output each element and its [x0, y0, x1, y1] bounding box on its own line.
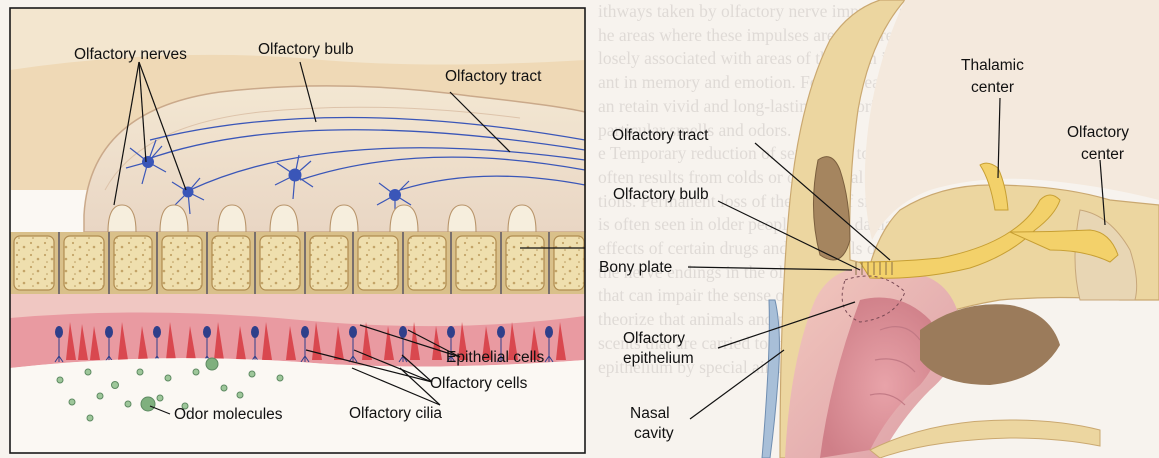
- label-olfactory-tract-left: Olfactory tract: [445, 68, 541, 86]
- label-olfactory-epithelium-line2: epithelium: [623, 350, 694, 368]
- label-olfactory-center-line2: center: [1081, 146, 1124, 164]
- label-odor-molecules: Odor molecules: [174, 406, 283, 424]
- label-olfactory-bulb-right: Olfactory bulb: [613, 186, 709, 204]
- label-nasal-cavity-line1: Nasal: [630, 405, 670, 423]
- label-bony-plate: Bony plate: [599, 259, 672, 277]
- label-olfactory-cells: Olfactory cells: [430, 375, 527, 393]
- label-nasal-cavity-line2: cavity: [634, 425, 674, 443]
- label-olfactory-epithelium-line1: Olfactory: [623, 330, 685, 348]
- label-olfactory-cilia: Olfactory cilia: [349, 405, 442, 423]
- label-olfactory-tract-right: Olfactory tract: [612, 127, 708, 145]
- label-thalamic-center-line2: center: [971, 79, 1014, 97]
- nasal-cavity-space: [10, 358, 585, 453]
- label-olfactory-nerves: Olfactory nerves: [74, 46, 187, 64]
- nasal-cartilage: [762, 300, 779, 458]
- label-epithelial-cells: Epithelial cells: [446, 349, 544, 367]
- hard-palate: [870, 420, 1100, 458]
- label-olfactory-bulb-left: Olfactory bulb: [258, 41, 354, 59]
- label-thalamic-center-line1: Thalamic: [961, 57, 1024, 75]
- label-olfactory-center-line1: Olfactory: [1067, 124, 1129, 142]
